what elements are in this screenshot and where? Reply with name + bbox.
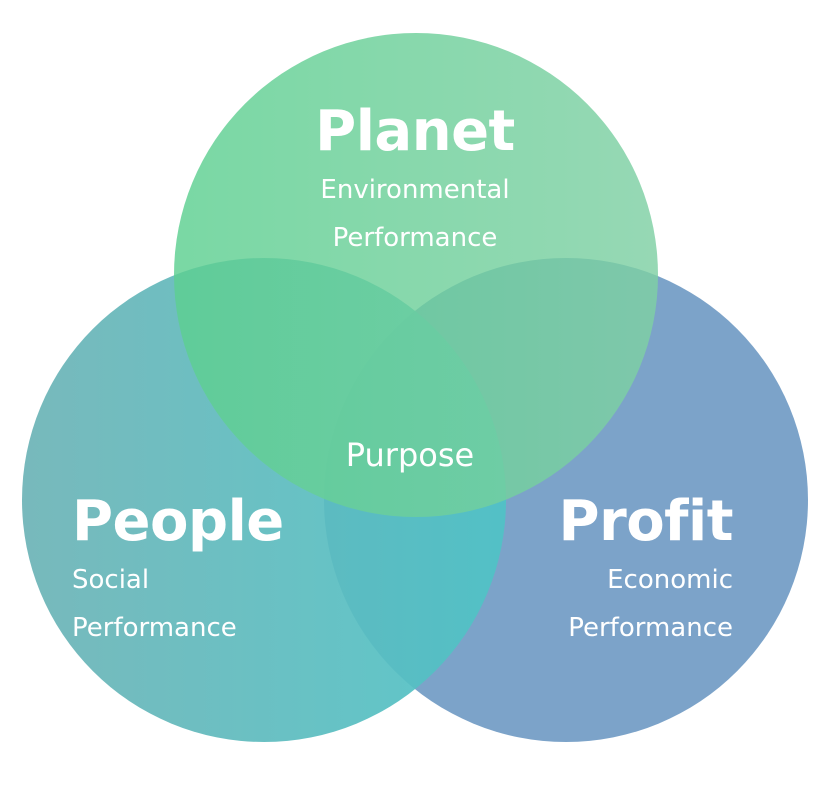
purpose-label-group: Purpose xyxy=(300,436,520,474)
purpose-label: Purpose xyxy=(345,436,475,474)
profit-label-group: Profit Economic Performance xyxy=(558,489,734,646)
profit-subtitle-line-2: Performance xyxy=(568,613,733,643)
profit-title: Profit xyxy=(558,489,734,554)
people-title: People xyxy=(72,489,284,554)
planet-title: Planet xyxy=(315,99,515,164)
people-subtitle-line-2: Performance xyxy=(72,613,237,643)
profit-subtitle-line-1: Economic xyxy=(607,565,733,595)
planet-subtitle-line-1: Environmental xyxy=(320,175,510,205)
planet-label-group: Planet Environmental Performance xyxy=(245,104,585,256)
circle-planet xyxy=(174,33,658,517)
people-label-group: People Social Performance xyxy=(72,494,284,646)
people-subtitle-line-1: Social xyxy=(72,565,150,595)
planet-subtitle-line-2: Performance xyxy=(332,223,498,253)
